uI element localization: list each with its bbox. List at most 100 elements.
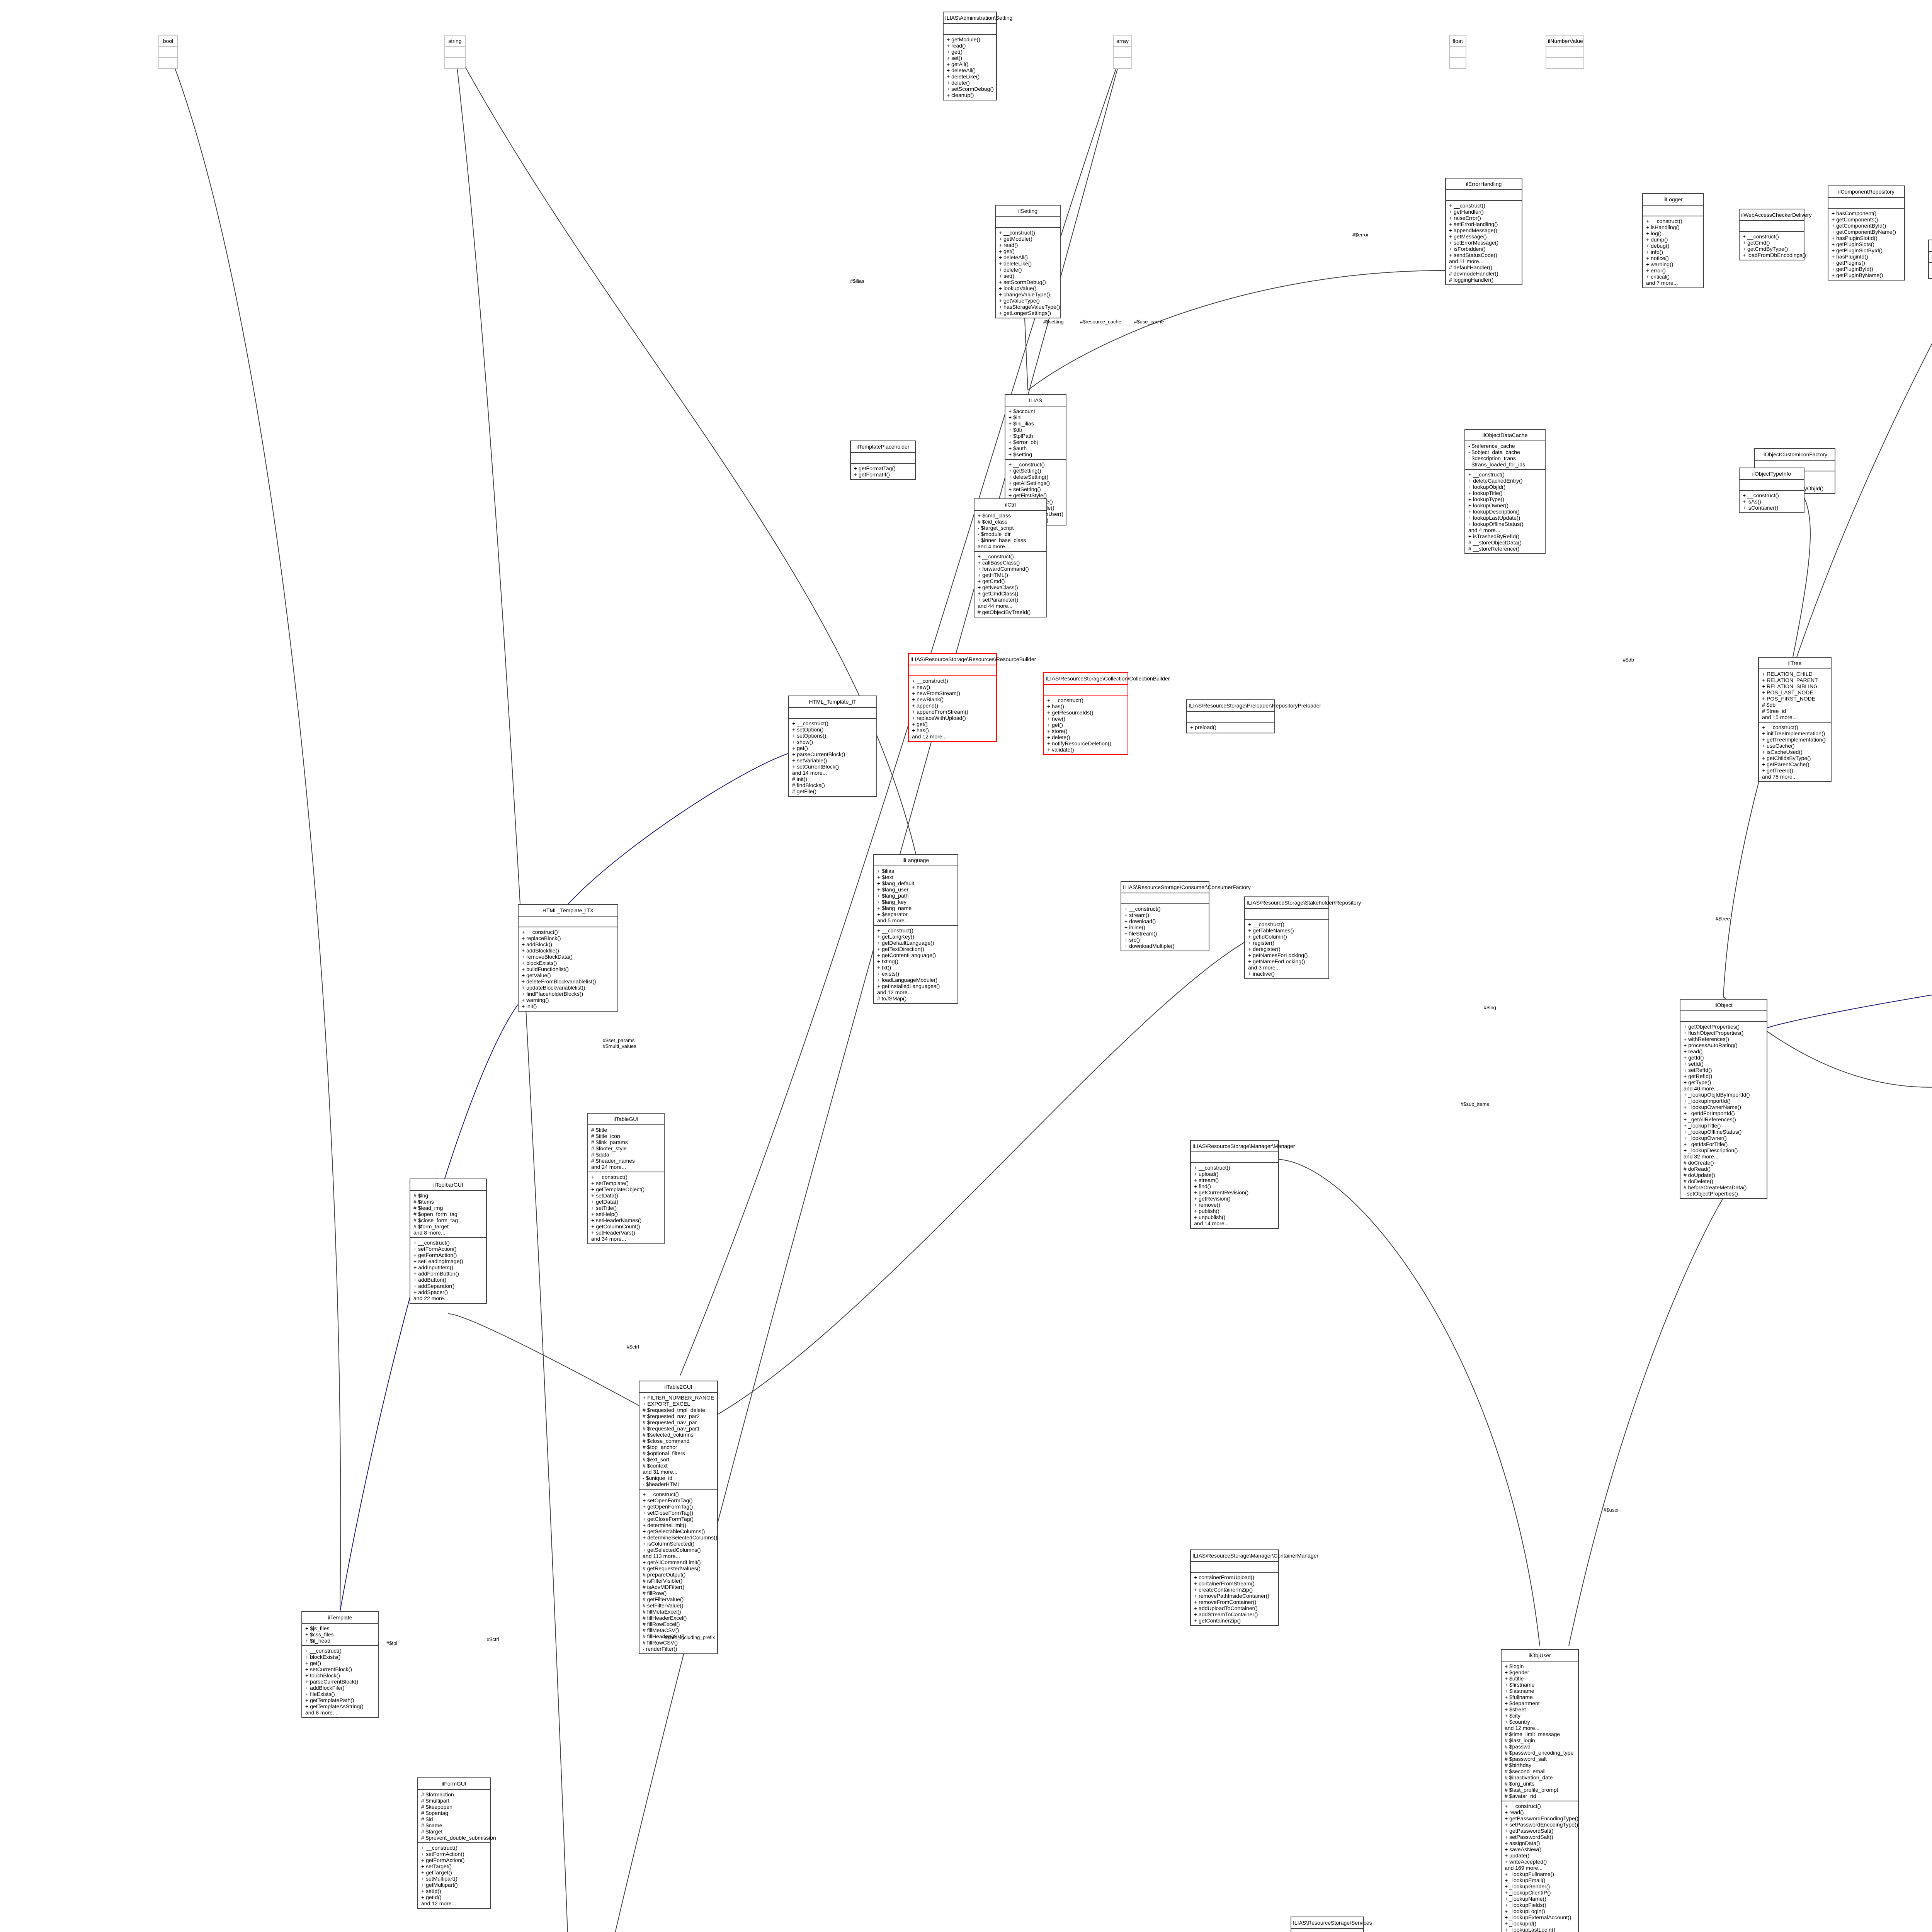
class-box-ilctrl[interactable]: ilCtrl+ $cmd_class# $cid_class- $target_…: [974, 498, 1047, 617]
operation: + lookupOfflineStatus(): [1468, 521, 1524, 527]
operation: + addButton(): [413, 1277, 447, 1283]
class-box-ilsystemstyleresource[interactable]: ILIAS\ResourceStorage\Resources\Resource…: [908, 653, 1036, 742]
class-attributes: + $account+ $ini+ $ini_ilias+ $db+ $tplP…: [1005, 406, 1066, 460]
class-box-rsstakeholder[interactable]: ILIAS\ResourceStorage\Stakeholder\Reposi…: [1244, 896, 1361, 979]
operation: and 11 more...: [1449, 258, 1484, 264]
operation: + __construct(): [1743, 492, 1779, 498]
operation: + setHeaderNames(): [591, 1217, 642, 1223]
class-attributes: [1114, 47, 1131, 58]
operation: + findPlaceholderBlocks(): [522, 991, 583, 997]
operation: + getLangKey(): [877, 934, 915, 940]
class-box-ilerrorhandling[interactable]: ilErrorHandling+ __construct()+ getHandl…: [1445, 178, 1522, 285]
class-box-rsservices[interactable]: ILIAS\ResourceStorage\Services+ __constr…: [1291, 1917, 1372, 1932]
operation: + getFormAction(): [413, 1252, 457, 1258]
class-box-string[interactable]: string: [444, 35, 466, 69]
class-box-html_template_itx[interactable]: HTML_Template_ITX+ __construct()+ replac…: [518, 904, 618, 1012]
class-operations: + __construct()+ new()+ newFromStream()+…: [909, 676, 996, 741]
class-box-ilobjectdatacache[interactable]: ilObjectDataCache- $reference_cache- $ob…: [1464, 429, 1546, 554]
class-name: bool: [159, 36, 177, 47]
operation: + isContainer(): [1743, 505, 1779, 511]
attribute: # $tree_id: [1762, 708, 1786, 714]
operation: + setPasswordEncodingType(): [1505, 1821, 1578, 1828]
attribute: + $lastname: [1505, 1688, 1534, 1694]
edge-label: #$tpl: [386, 1640, 398, 1646]
class-box-ilobjecttypeinfo[interactable]: ilObjectTypeInfo+ __construct()+ isAs()+…: [1739, 468, 1804, 513]
class-box-ilobject[interactable]: ilObject+ getObjectProperties()+ flushOb…: [1680, 999, 1767, 1199]
operation: + getIdColumn(): [1248, 934, 1287, 940]
class-operations: + hasComponent()+ getComponents()+ getCo…: [1828, 209, 1904, 280]
class-box-ilcomponentfactory[interactable]: ilComponentFactory+ getPlugin()+ getActi…: [1928, 240, 1932, 279]
operation: + has(): [912, 727, 929, 733]
operation: + _lookupOwnerName(): [1684, 1104, 1742, 1110]
operation: + isAs(): [1743, 498, 1761, 505]
class-box-adminsetting[interactable]: ILIAS\Administration\Setting+ getModule(…: [943, 12, 1012, 100]
class-box-ilsetting[interactable]: ilSetting+ __construct()+ getModule()+ r…: [995, 205, 1061, 318]
attribute: # $data: [591, 1151, 609, 1158]
operation: + getAll(): [947, 61, 969, 67]
class-box-array[interactable]: array: [1113, 35, 1132, 69]
class-box-illogger[interactable]: ilLogger+ __construct()+ isHandling()+ l…: [1642, 193, 1704, 288]
class-box-iltablegui[interactable]: ilTableGUI# $title# $title_icon# $link_p…: [587, 1113, 665, 1244]
operation: + containerFromStream(): [1194, 1580, 1255, 1587]
class-box-ilobjuser[interactable]: ilObjUser+ $login+ $gender+ $utitle+ $fi…: [1501, 1649, 1579, 1932]
attribute: + $login: [1505, 1663, 1524, 1669]
attribute: and 24 more...: [591, 1164, 626, 1170]
class-box-iltree[interactable]: ilTree+ RELATION_CHILD+ RELATION_PARENT+…: [1758, 657, 1832, 782]
operation: # fillRow(): [643, 1590, 667, 1596]
operation: + setOpenFormTag(): [643, 1497, 693, 1503]
class-box-iltemplate[interactable]: ilTemplate+ $js_files+ $css_files+ $il_h…: [301, 1611, 379, 1718]
class-name: ilFormGUI: [418, 1778, 490, 1790]
class-box-rscollections[interactable]: ILIAS\ResourceStorage\Manager\ContainerM…: [1190, 1549, 1318, 1626]
operation: + getCmd(): [978, 578, 1005, 584]
class-box-rsmanager[interactable]: ILIAS\ResourceStorage\Manager\Manager+ _…: [1190, 1140, 1295, 1229]
operation: + __construct(): [305, 1648, 342, 1654]
attribute: - $headerHTML: [643, 1481, 681, 1487]
operation: and 12 more...: [877, 989, 912, 995]
class-box-iltemplateplaceholder[interactable]: ilTemplatePlaceholder+ getFormatTag()+ g…: [850, 440, 916, 480]
class-box-ilnumbervalue[interactable]: ilNumberValue: [1546, 35, 1584, 69]
operation: + getRefId(): [1684, 1073, 1713, 1079]
class-box-ilcomponentrepository[interactable]: ilComponentRepository+ hasComponent()+ g…: [1828, 185, 1905, 281]
operation: + addInputItem(): [413, 1264, 454, 1270]
class-attributes: [1191, 1562, 1278, 1573]
operation: + hasPluginSlotId(): [1832, 235, 1878, 241]
class-operations: + preload(): [1187, 723, 1274, 733]
operation: + setScormDebug(): [947, 86, 994, 92]
operation: # getRequestedValues(): [643, 1565, 701, 1571]
attribute: + $lang_default: [877, 880, 915, 886]
operation: + _lookupGender(): [1505, 1883, 1550, 1889]
operation: # __storeObjectData(): [1468, 539, 1522, 546]
class-box-ilformgui[interactable]: ilFormGUI# $formaction# $multipart# $kee…: [417, 1777, 496, 1909]
class-box-html_template_it[interactable]: HTML_Template_IT+ __construct()+ setOpti…: [788, 696, 877, 797]
class-box-float[interactable]: float: [1449, 35, 1466, 69]
class-box-iltoolbargui[interactable]: ilToolbarGUI# $lng# $items# $lead_img# $…: [410, 1179, 487, 1304]
class-operations: + __construct()+ setFormAction()+ getFor…: [418, 1843, 490, 1908]
operation: + append(): [912, 702, 939, 709]
class-box-iltable2gui[interactable]: ilTable2GUI+ FILTER_NUMBER_RANGE+ EXPORT…: [639, 1381, 718, 1654]
operation: + getNameForLocking(): [1248, 958, 1305, 964]
operation: and 22 more...: [413, 1295, 449, 1301]
class-box-bool[interactable]: bool: [158, 35, 178, 69]
class-box-rscollectionbuilder[interactable]: ILIAS\ResourceStorage\Collection\Collect…: [1043, 672, 1170, 755]
operation: + download(): [1124, 918, 1156, 924]
class-box-illanguage[interactable]: ilLanguage+ $ilias+ $text+ $lang_default…: [873, 854, 958, 1004]
operation: + addBlockFile(): [305, 1685, 345, 1691]
operation: + _lookupExternalAccount(): [1505, 1914, 1571, 1920]
class-box-rsconsumers[interactable]: ILIAS\ResourceStorage\Consumer\ConsumerF…: [1121, 881, 1251, 951]
attribute: # $title: [591, 1127, 607, 1133]
class-operations: + __construct()+ getModule()+ read()+ ge…: [996, 228, 1060, 318]
operation: + determineSelectedColumns(): [643, 1534, 718, 1541]
operation: + getRevision(): [1194, 1196, 1231, 1202]
operation: + _lookupName(): [1505, 1896, 1546, 1902]
attribute: # $org_units: [1505, 1781, 1535, 1787]
operation: + getAllSettings(): [1009, 480, 1050, 486]
operation: + __construct(): [591, 1174, 628, 1180]
class-box-rspreloader[interactable]: ILIAS\ResourceStorage\Preloader\Reposito…: [1186, 699, 1321, 733]
operation: + setParameter(): [978, 597, 1019, 603]
class-box-ilwebaccesschecker[interactable]: ilWebAccessCheckerDelivery+ __construct(…: [1739, 209, 1812, 260]
operation: + _lookupLogin(): [1505, 1908, 1545, 1914]
class-name: ILIAS\ResourceStorage\Collection\Collect…: [1044, 673, 1170, 685]
class-name: ilTable2GUI: [639, 1381, 717, 1393]
class-name: ilObjectCustomIconFactory: [1755, 449, 1835, 461]
class-operations: + __construct()+ isAs()+ isContainer(): [1740, 491, 1804, 512]
